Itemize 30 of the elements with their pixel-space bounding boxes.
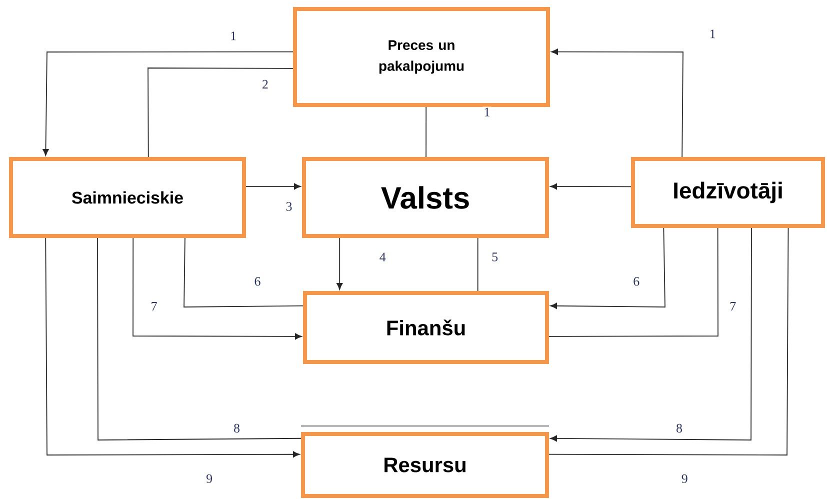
arrow bbox=[550, 228, 666, 309]
edge-label: 1 bbox=[708, 28, 717, 40]
edge-label: 8 bbox=[232, 422, 241, 434]
process-box: Finanšu bbox=[303, 291, 549, 364]
edge-label: 6 bbox=[253, 276, 262, 287]
edge-label: 9 bbox=[680, 473, 689, 484]
edge-label: 4 bbox=[378, 252, 387, 262]
edge-label: 1 bbox=[482, 106, 492, 118]
edge-label: 8 bbox=[675, 422, 684, 434]
arrow bbox=[336, 238, 343, 290]
arrow bbox=[45, 238, 300, 458]
arrow bbox=[42, 51, 294, 156]
arrow bbox=[550, 228, 752, 442]
edge-label: 9 bbox=[205, 473, 214, 484]
edge-label: 7 bbox=[150, 301, 158, 312]
process-box: Preces un pakalpojumu bbox=[293, 7, 550, 107]
arrow bbox=[550, 183, 632, 190]
edge-label: 2 bbox=[260, 78, 270, 90]
process-box: Iedzīvotāji bbox=[631, 157, 825, 228]
edge-label: 5 bbox=[490, 252, 500, 262]
edge-label: 7 bbox=[728, 301, 738, 312]
process-box: Saimnieciskie bbox=[9, 157, 246, 238]
edge-label: 1 bbox=[229, 30, 238, 42]
arrow bbox=[246, 183, 301, 190]
edge-label: 3 bbox=[284, 201, 294, 212]
arrow bbox=[132, 238, 302, 340]
arrow bbox=[551, 48, 684, 158]
process-box: Resursu bbox=[301, 432, 549, 498]
edge-label: 6 bbox=[632, 276, 641, 287]
process-box: Valsts bbox=[302, 157, 549, 238]
